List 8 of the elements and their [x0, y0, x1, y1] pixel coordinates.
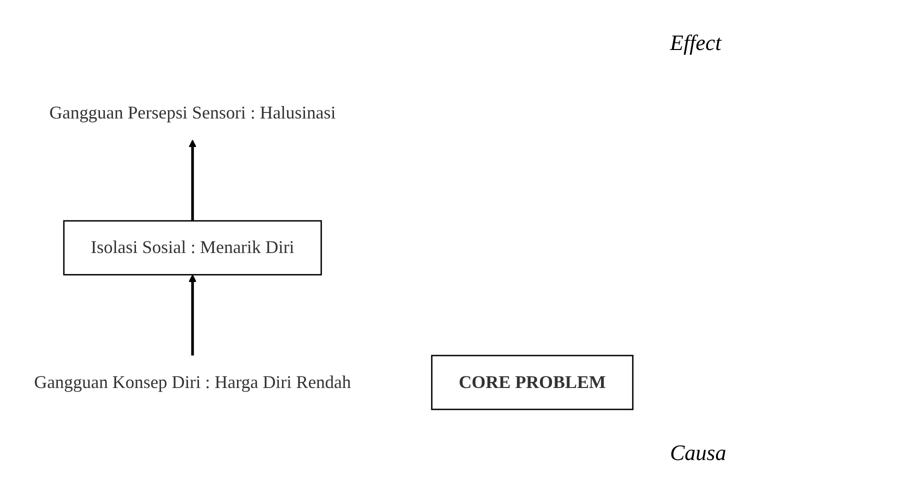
node-box: CORE PROBLEM: [431, 354, 634, 410]
arrow: [188, 274, 196, 356]
node-text: Gangguan Konsep Diri : Harga Diri Rendah: [34, 372, 351, 392]
arrow: [188, 139, 196, 221]
node-box: Isolasi Sosial : Menarik Diri: [63, 220, 322, 276]
note-label: Effect: [670, 30, 722, 56]
note-label: Causa: [670, 440, 726, 466]
node-text: Gangguan Persepsi Sensori : Halusinasi: [49, 102, 336, 123]
